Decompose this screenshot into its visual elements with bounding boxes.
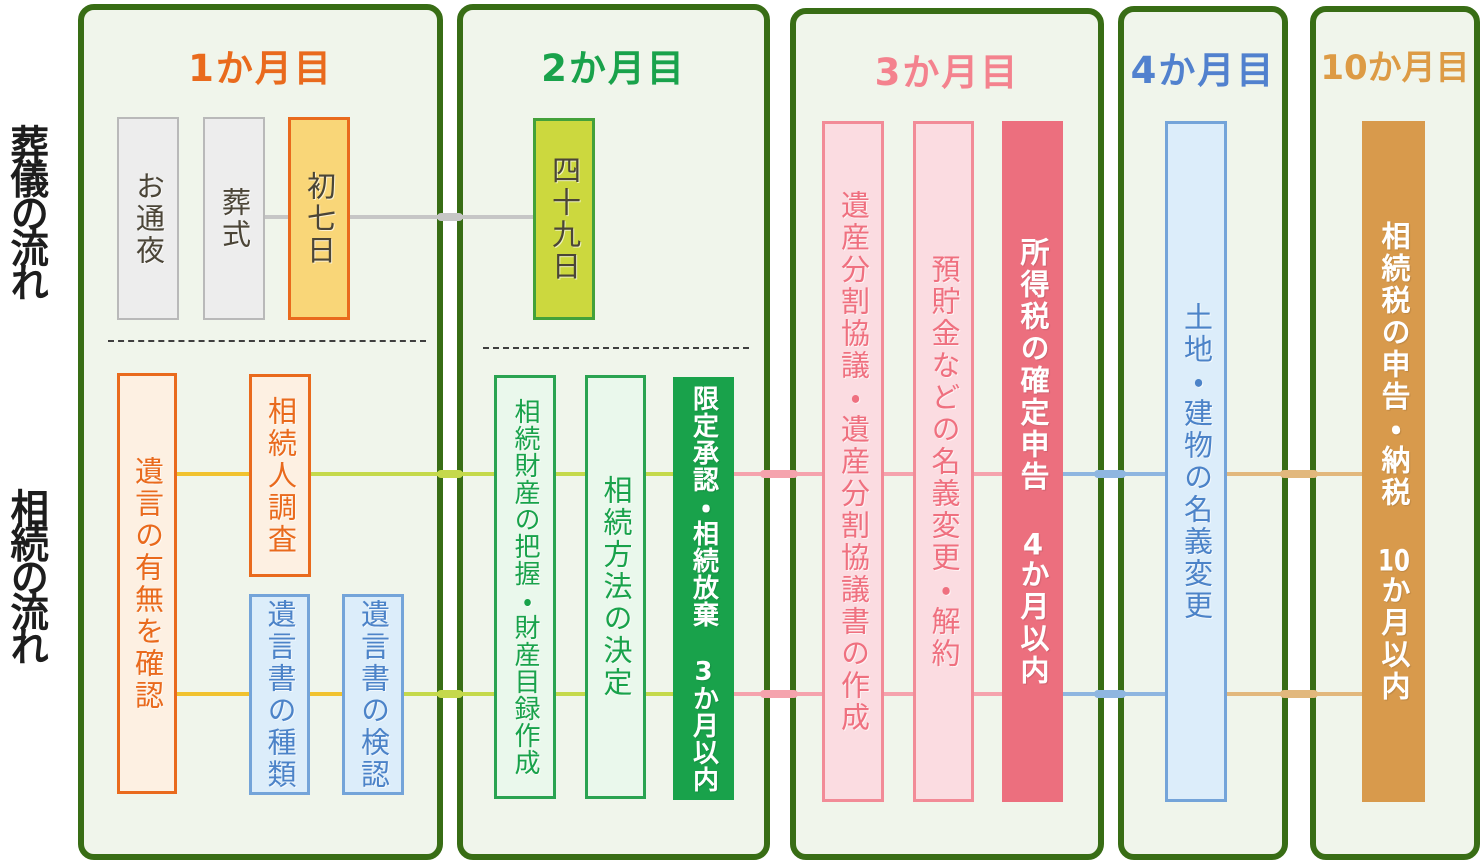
connector-row2-gap4-cap <box>1280 690 1318 698</box>
connector-row2-gap3-cap <box>1094 690 1126 698</box>
box-wake-label: お通夜 <box>131 170 166 267</box>
box-limited-acceptance-renunciation: 限定承認・相続放棄 3か月以内 <box>673 377 734 800</box>
box-inheritance-tax-filing-label: 相続税の申告・納税 10か月以内 <box>1377 220 1411 703</box>
box-will-types-label: 遺言書の種類 <box>263 598 297 791</box>
box-inheritance-method-decision-label: 相続方法の決定 <box>599 475 633 699</box>
box-funeral-ceremony-label: 葬式 <box>217 186 252 251</box>
connector-row1-yellowgreen <box>280 472 700 476</box>
box-confirm-will-existence-label: 遺言の有無を確認 <box>130 455 165 712</box>
box-49th-day: 四十九日 <box>533 118 595 320</box>
box-confirm-will-existence: 遺言の有無を確認 <box>117 373 177 794</box>
connector-row1-gap3-cap <box>1094 470 1126 478</box>
connector-funeral-gray <box>230 215 560 219</box>
connector-row1-yellow <box>177 472 280 476</box>
box-bank-account-name-change: 預貯金などの名義変更・解約 <box>913 121 974 802</box>
box-heir-investigation: 相続人調査 <box>249 374 311 577</box>
box-real-estate-name-change-label: 土地・建物の名義変更 <box>1179 301 1214 622</box>
connector-row1-gap2-cap <box>760 470 798 478</box>
box-estate-division-agreement: 遺産分割協議・遺産分割協議書の作成 <box>822 121 884 802</box>
box-49th-day-label: 四十九日 <box>547 155 582 283</box>
dotted-separator-month1 <box>108 340 426 342</box>
funeral-flow-label: 葬儀の流れ <box>3 124 48 297</box>
box-bank-account-name-change-label: 預貯金などの名義変更・解約 <box>927 253 961 670</box>
box-inheritance-method-decision: 相続方法の決定 <box>585 375 646 799</box>
box-wake: お通夜 <box>117 117 179 320</box>
box-first-seven-days: 初七日 <box>288 117 350 320</box>
box-will-types: 遺言書の種類 <box>249 594 310 795</box>
month-2-header: 2か月目 <box>541 47 686 90</box>
box-will-probate-label: 遺言書の検認 <box>356 598 391 791</box>
month-10-header: 10か月目 <box>1320 48 1470 88</box>
box-real-estate-name-change: 土地・建物の名義変更 <box>1165 121 1227 802</box>
box-estate-assets-inventory: 相続財産の把握・財産目録作成 <box>494 375 556 799</box>
month-4-header: 4か月目 <box>1130 49 1276 92</box>
connector-funeral-gray-cap <box>437 213 463 221</box>
box-first-seven-days-label: 初七日 <box>302 170 337 267</box>
box-funeral-ceremony: 葬式 <box>203 117 265 320</box>
month-1-header: 1か月目 <box>188 47 333 90</box>
box-heir-investigation-label: 相続人調査 <box>263 395 298 556</box>
connector-row1-gap4-cap <box>1280 470 1318 478</box>
box-income-tax-return: 所得税の確定申告 4か月以内 <box>1002 121 1063 802</box>
box-will-probate: 遺言書の検認 <box>342 594 404 795</box>
inheritance-flow-label: 相続の流れ <box>3 488 48 661</box>
box-limited-acceptance-renunciation-label: 限定承認・相続放棄 3か月以内 <box>688 384 719 793</box>
connector-row2-gap1-cap <box>437 690 463 698</box>
box-estate-assets-inventory-label: 相続財産の把握・財産目録作成 <box>510 398 540 776</box>
dotted-separator-month2 <box>483 347 749 349</box>
box-inheritance-tax-filing: 相続税の申告・納税 10か月以内 <box>1362 121 1425 802</box>
box-income-tax-return-label: 所得税の確定申告 4か月以内 <box>1016 236 1050 687</box>
month-3-header: 3か月目 <box>874 51 1020 94</box>
connector-row2-gap2-cap <box>760 690 798 698</box>
connector-row1-gap1-cap <box>437 470 463 478</box>
box-estate-division-agreement-label: 遺産分割協議・遺産分割協議書の作成 <box>836 189 871 734</box>
